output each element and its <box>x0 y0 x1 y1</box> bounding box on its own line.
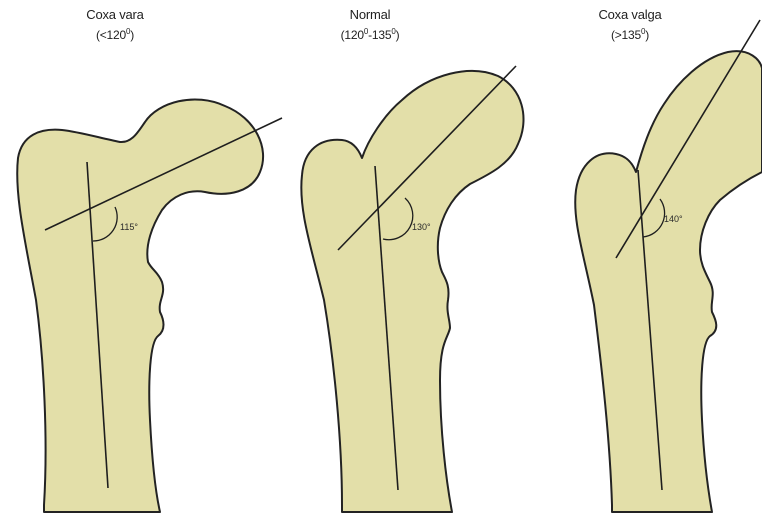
femur-diagram-coxa-valga: 140° <box>560 0 762 520</box>
femur-panel-coxa-vara: Coxa vara (<1200) 115° <box>0 0 290 520</box>
femur-outline <box>575 51 762 512</box>
angle-label: 115° <box>120 222 138 232</box>
femur-diagram-coxa-vara: 115° <box>0 0 290 520</box>
femur-panel-normal: Normal (1200-1350) 130° <box>290 0 560 520</box>
femur-outline <box>301 71 523 512</box>
femur-diagram-normal: 130° <box>290 0 560 520</box>
angle-label: 140° <box>664 214 683 224</box>
angle-label: 130° <box>412 222 431 232</box>
femur-outline <box>17 99 263 512</box>
femur-panel-coxa-valga: Coxa valga (>1350) 140° <box>560 0 762 520</box>
